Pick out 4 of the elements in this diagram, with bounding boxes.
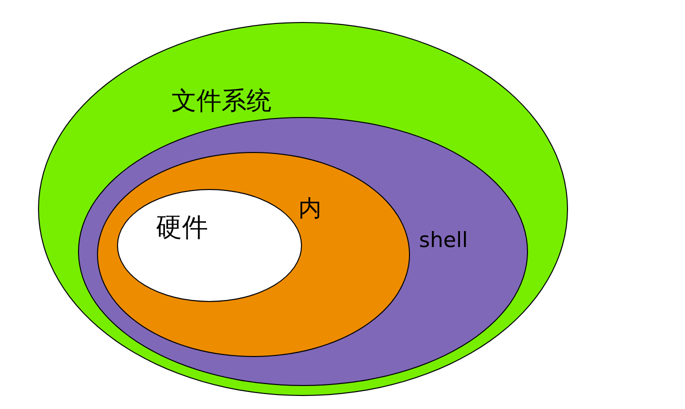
region-label: shell xyxy=(419,230,468,251)
region-label: 文件系统 xyxy=(172,88,272,112)
region-label: 内 xyxy=(298,198,322,220)
region-label: 硬件 xyxy=(156,215,208,241)
